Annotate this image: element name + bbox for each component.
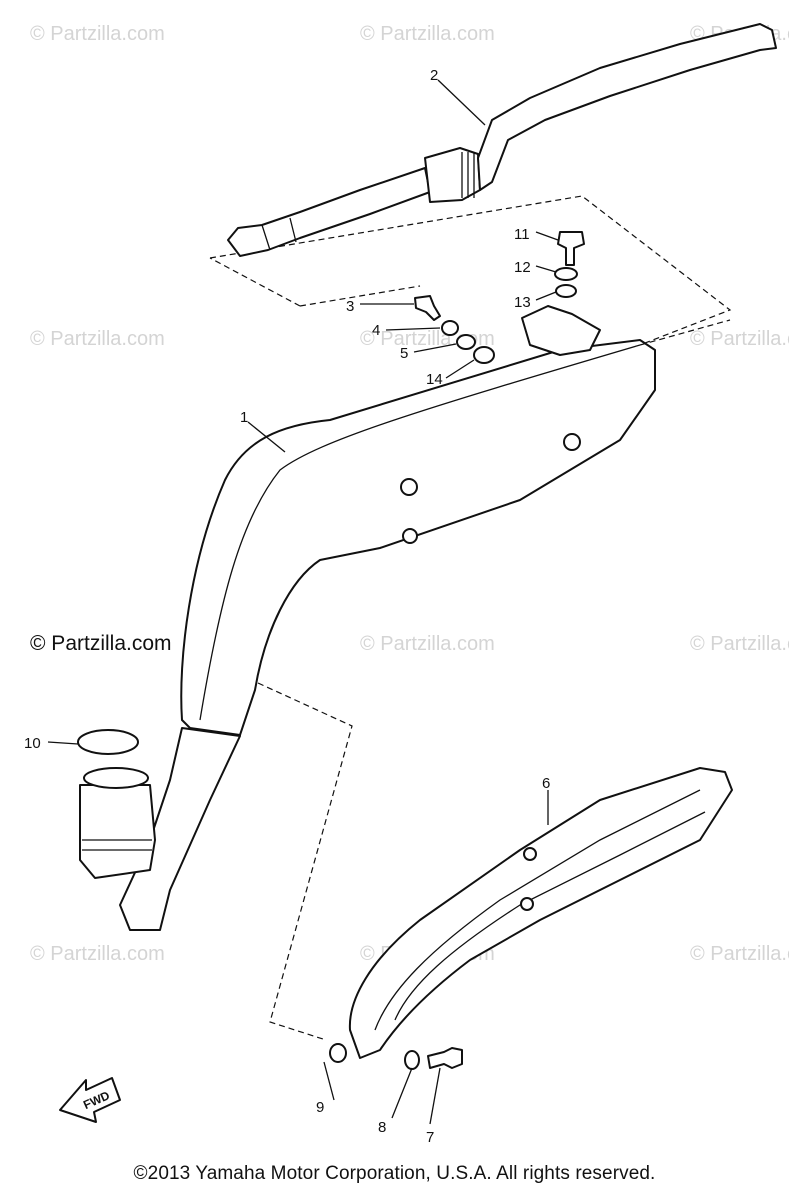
callout-1: 1 — [240, 409, 248, 426]
mount-leader-dashed — [257, 682, 353, 1041]
watermark: © Partzilla.com — [690, 943, 789, 965]
mount-leader-dashed-upper — [639, 319, 731, 346]
callout-9: 9 — [316, 1099, 324, 1116]
part-1-expansion-chamber — [79, 305, 656, 931]
leader-lines — [47, 79, 559, 1125]
callout-4: 4 — [372, 322, 380, 339]
callout-8: 8 — [378, 1119, 386, 1136]
callout-14: 14 — [426, 371, 443, 388]
callout-2: 2 — [430, 67, 438, 84]
part-13-washer — [555, 284, 577, 298]
callout-labels: 2 11 12 13 3 4 5 14 1 10 6 9 8 7 — [24, 67, 550, 1146]
watermark: © Partzilla.com — [360, 633, 495, 655]
part-8-washer — [404, 1050, 420, 1070]
callout-5: 5 — [400, 345, 408, 362]
watermark: © Partzilla.com — [690, 633, 789, 655]
part-5-washer — [456, 334, 476, 350]
callout-11: 11 — [514, 226, 530, 243]
watermark: © Partzilla.com — [690, 328, 789, 350]
part-4-washer — [441, 320, 459, 336]
watermark: © Partzilla.com — [30, 943, 165, 965]
callout-10: 10 — [24, 735, 41, 752]
callout-7: 7 — [426, 1129, 434, 1146]
watermark-strong: © Partzilla.com — [30, 632, 172, 655]
part-12-washer — [554, 267, 578, 281]
copyright-footer: ©2013 Yamaha Motor Corporation, U.S.A. A… — [133, 1163, 656, 1184]
callout-13: 13 — [514, 294, 531, 311]
watermark: © Partzilla.com — [360, 23, 495, 45]
fwd-arrow: FWD — [59, 1077, 121, 1123]
watermark: © Partzilla.com — [30, 23, 165, 45]
watermark: © Partzilla.com — [30, 328, 165, 350]
callout-6: 6 — [542, 775, 550, 792]
part-7-bolt — [427, 1047, 463, 1069]
callout-3: 3 — [346, 298, 354, 315]
part-11-bolt — [557, 231, 585, 266]
part-14-washer — [473, 346, 495, 364]
part-2-silencer-pipe — [227, 23, 777, 257]
part-9-nut — [329, 1043, 347, 1063]
part-6-heat-guard — [348, 767, 733, 1059]
part-10-gasket — [77, 729, 139, 755]
callout-12: 12 — [514, 259, 531, 276]
part-3-bolt — [414, 295, 441, 321]
assembly-plane-outline — [209, 195, 732, 346]
